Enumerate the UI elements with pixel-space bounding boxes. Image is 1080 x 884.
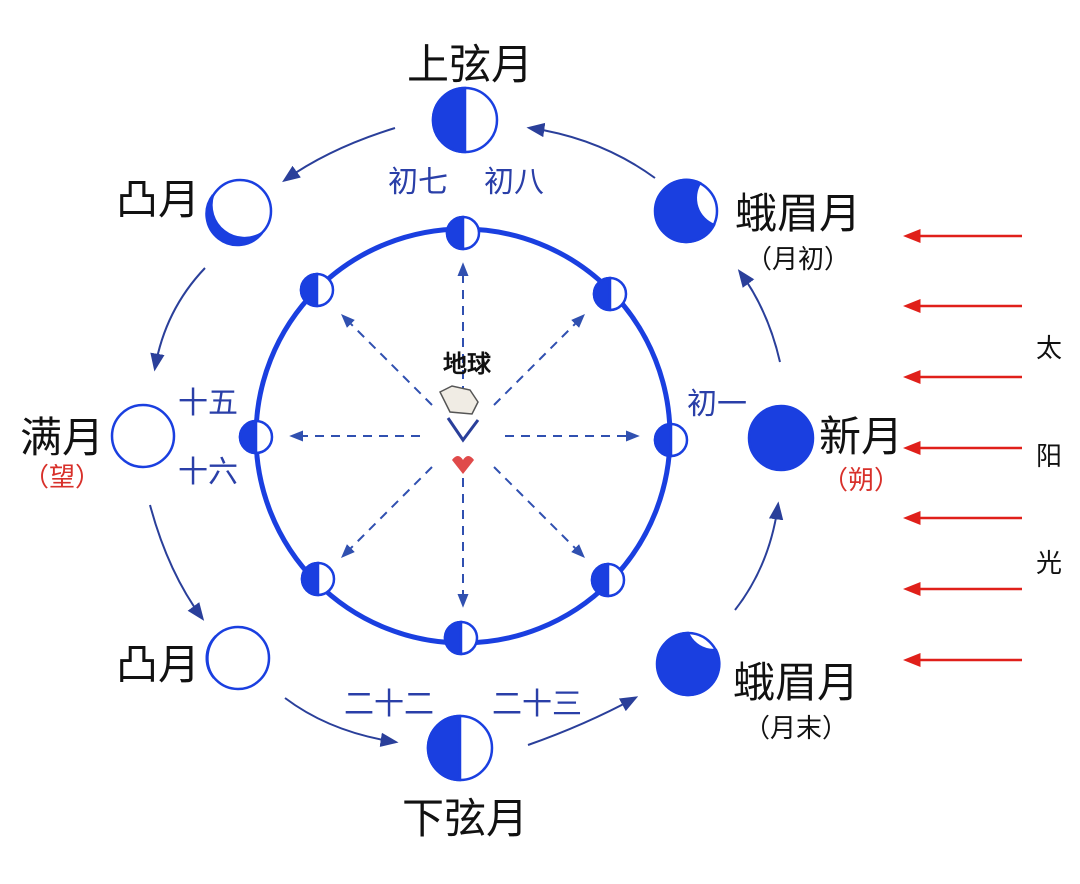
date-right: 初一: [687, 387, 747, 422]
label-gibbous-bottom: 凸月: [116, 640, 200, 689]
moon-full-icon: [110, 403, 176, 469]
orbit-moon-upper-left: [299, 272, 335, 308]
arc-arrow-gibbous-to-full: [150, 267, 206, 372]
arc-arrow-crescent-to-new: [734, 501, 784, 611]
label-new: 新月: [819, 412, 903, 461]
ray-lower-right: [493, 466, 585, 558]
arc-arrow-new-to-crescent: [737, 269, 781, 363]
earth-label: 地球: [443, 350, 492, 378]
orbit-moon-bottom: [443, 620, 479, 656]
arc-arrow-lastquarter-to-crescent: [527, 696, 639, 746]
label-crescent-end-note: （月末）: [744, 714, 848, 744]
phase-moons: [110, 86, 815, 782]
date-left-upper: 十五: [178, 386, 238, 421]
date-bottom-left: 二十二: [344, 687, 434, 722]
orbit-moon-right: [653, 422, 689, 458]
orbit-moon-upper-right: [592, 276, 628, 312]
outer-motion-arrows: [149, 122, 784, 747]
arc-arrow-crescent-to-quarter: [526, 122, 656, 179]
earth-figure: 地球: [438, 350, 492, 474]
orbit-moon-lower-right: [590, 562, 626, 598]
date-labels: 初七 初八 十五 十六 初一 二十二 二十三: [178, 165, 747, 722]
moon-gibbous-top-icon: [205, 178, 273, 247]
moon-crescent-start-icon: [653, 178, 719, 244]
date-bottom-right: 二十三: [492, 687, 582, 722]
label-gibbous-top: 凸月: [116, 175, 200, 224]
earth-person-icon: [438, 385, 479, 415]
ray-lower-left: [341, 466, 433, 558]
label-crescent-start: 蛾眉月: [735, 189, 861, 238]
arc-arrow-quarter-to-gibbous: [282, 127, 396, 183]
sunlight-char-1: 太: [1036, 334, 1062, 364]
sunlight-char-3: 光: [1036, 549, 1062, 579]
moon-last-quarter-icon: [426, 714, 494, 782]
orbit-moon-top: [445, 215, 481, 251]
ray-upper-right: [493, 314, 585, 406]
moon-crescent-end-icon: [655, 631, 721, 697]
label-last-quarter: 下弦月: [402, 794, 528, 843]
arc-arrow-full-to-gibbous: [149, 504, 205, 621]
ray-upper-left: [341, 314, 433, 406]
orbit-moon-left: [238, 419, 274, 455]
label-first-quarter: 上弦月: [407, 40, 533, 89]
moon-gibbous-bottom-icon: [205, 625, 271, 691]
date-left-lower: 十六: [178, 455, 238, 490]
sunlight-char-2: 阳: [1036, 442, 1062, 472]
moon-first-quarter-icon: [431, 86, 499, 154]
label-crescent-start-note: （月初）: [746, 245, 850, 275]
phase-labels: 上弦月 凸月 满月 （望） 凸月 下弦月 蛾眉月 （月末） 新月 （朔） 蛾眉月…: [20, 40, 903, 843]
label-full: 满月: [20, 413, 104, 462]
sunlight-arrows: [903, 229, 1022, 667]
sunlight-label: 太 阳 光: [1036, 334, 1062, 579]
date-top-right: 初八: [484, 165, 544, 200]
sight-lines: [289, 262, 640, 608]
earth-heart-icon: [452, 456, 474, 474]
date-top-left: 初七: [388, 165, 448, 200]
label-crescent-end: 蛾眉月: [733, 658, 859, 707]
arc-arrow-gibbous-to-lastquarter: [284, 697, 399, 747]
orbit-moon-lower-left: [300, 561, 336, 597]
orbit-moons: [238, 215, 689, 656]
label-full-note: （望）: [23, 463, 101, 493]
moon-new-icon: [747, 404, 815, 472]
label-new-note: （朔）: [822, 466, 900, 496]
